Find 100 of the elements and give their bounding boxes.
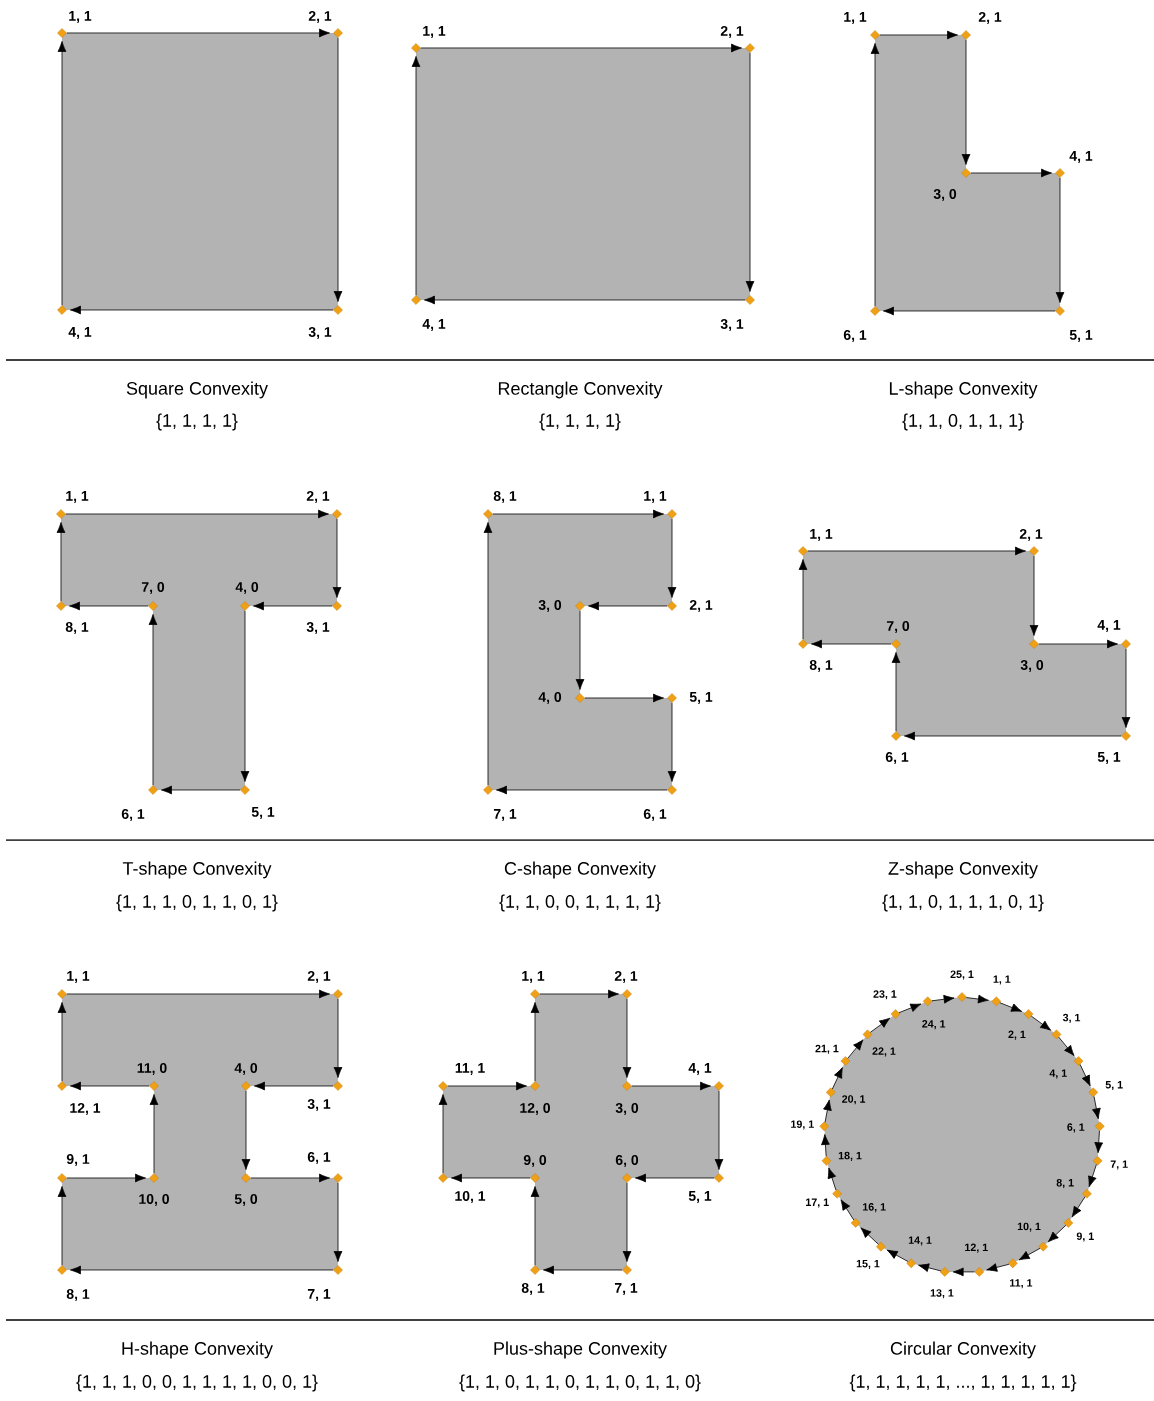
- vertex-label: 7, 0: [141, 582, 165, 594]
- arrow: [241, 1090, 251, 1170]
- arrow: [57, 41, 67, 306]
- arrow: [1030, 1015, 1052, 1031]
- arrow: [483, 522, 493, 786]
- vertex-label: 1, 1: [644, 491, 667, 503]
- arrow: [240, 610, 250, 782]
- arrow: [66, 989, 330, 999]
- vertex-label: 5, 1: [689, 692, 713, 704]
- arrow: [1029, 555, 1039, 636]
- arrow: [999, 1002, 1023, 1012]
- arrow: [254, 1081, 334, 1091]
- arrow: [424, 295, 746, 305]
- vertex-label: 8, 1: [521, 1283, 545, 1295]
- arrow: [667, 702, 677, 782]
- arrow: [823, 1099, 832, 1123]
- vertex-label: 3, 0: [615, 1103, 639, 1115]
- arrow: [66, 28, 330, 38]
- vertex-label: 5, 1: [251, 807, 275, 819]
- arrow: [1088, 1164, 1097, 1188]
- caption-text: {1, 1, 0, 1, 1, 1}: [902, 413, 1024, 431]
- vertex-label: 6, 1: [1067, 1123, 1085, 1133]
- arrow: [1071, 1196, 1086, 1218]
- arrow: [1092, 1096, 1101, 1120]
- caption-text: {1, 1, 1, 1}: [539, 413, 621, 431]
- arrow: [411, 56, 421, 296]
- vertex-label: 10, 1: [1017, 1222, 1041, 1232]
- vertex-label: 10, 0: [139, 1194, 169, 1206]
- arrow: [543, 1265, 623, 1275]
- vertex-label: 21, 1: [815, 1044, 839, 1054]
- arrow: [798, 559, 808, 640]
- arrow: [847, 1039, 864, 1059]
- caption-text: {1, 1, 1, 1}: [156, 413, 238, 431]
- arrow: [253, 601, 333, 611]
- caption-text: {1, 1, 1, 0, 1, 1, 0, 1}: [116, 894, 278, 912]
- arrow: [952, 1267, 975, 1277]
- vertex-label: 6, 1: [307, 1152, 331, 1164]
- vertex-label: 7, 1: [1110, 1160, 1128, 1170]
- arrow: [1121, 648, 1131, 728]
- vertex-label: 1, 1: [844, 12, 867, 24]
- vertex-label: 3, 0: [538, 600, 562, 612]
- vertex-label: 8, 1: [493, 491, 517, 503]
- vertex-label: 12, 1: [70, 1103, 101, 1115]
- arrow: [56, 522, 66, 602]
- arrow: [860, 1227, 879, 1245]
- vertex-label: 4, 0: [234, 1063, 258, 1075]
- vertex-label: 11, 1: [455, 1063, 485, 1075]
- arrow: [1079, 1063, 1091, 1087]
- arrow: [970, 168, 1052, 178]
- vertex-label: 8, 1: [65, 622, 89, 634]
- arrow: [622, 998, 632, 1078]
- arrow: [883, 306, 1056, 316]
- vertex-label: 2, 1: [614, 971, 638, 983]
- vertex-label: 11, 0: [137, 1063, 167, 1075]
- vertex-label: 18, 1: [838, 1151, 862, 1161]
- arrow: [496, 785, 668, 795]
- vertex-label: 9, 1: [1076, 1232, 1094, 1242]
- caption-text: {1, 1, 0, 0, 1, 1, 1, 1}: [499, 894, 661, 912]
- vertex-label: 4, 1: [1097, 620, 1121, 632]
- arrow: [70, 1265, 334, 1275]
- arrow: [904, 731, 1122, 741]
- vertex-label: 14, 1: [908, 1236, 932, 1246]
- vertex-label: 2, 1: [1019, 529, 1043, 541]
- vertex-label: 23, 1: [873, 990, 897, 1000]
- vertex-label: 3, 0: [933, 189, 957, 201]
- arrow: [886, 1249, 909, 1262]
- arrow: [161, 785, 241, 795]
- arrow: [831, 1067, 843, 1090]
- vertex-label: 4, 0: [538, 692, 562, 704]
- arrow: [1094, 1130, 1104, 1154]
- arrow: [1018, 1247, 1041, 1261]
- arrow: [447, 1081, 527, 1091]
- arrow: [492, 509, 664, 519]
- vertex-label: 6, 1: [843, 330, 867, 342]
- vertex-label: 2, 1: [720, 26, 744, 38]
- caption-text: {1, 1, 1, 0, 0, 1, 1, 1, 1, 0, 0, 1}: [76, 1374, 318, 1392]
- vertex-label: 8, 1: [66, 1289, 90, 1301]
- arrow: [961, 39, 971, 165]
- arrow: [879, 30, 958, 40]
- vertex-label: 6, 1: [643, 809, 667, 821]
- arrow: [530, 1186, 540, 1266]
- caption-text: {1, 1, 0, 1, 1, 0, 1, 1, 0, 1, 1, 0}: [459, 1374, 701, 1392]
- arrow: [333, 37, 343, 302]
- vertex-label: 6, 1: [885, 752, 909, 764]
- vertex-label: 1, 1: [810, 529, 833, 541]
- arrow: [70, 1081, 150, 1091]
- arrow: [635, 1173, 715, 1183]
- arrow: [530, 1002, 540, 1082]
- caption-text: {1, 1, 0, 1, 1, 1, 0, 1}: [882, 894, 1044, 912]
- vertex-label: 1, 1: [993, 975, 1011, 985]
- vertex-label: 6, 1: [121, 809, 145, 821]
- arrow: [584, 693, 664, 703]
- vertex-label: 3, 1: [1062, 1013, 1081, 1023]
- vertex-label: 9, 0: [523, 1155, 547, 1167]
- vertex-label: 3, 1: [308, 327, 332, 339]
- vertex-label: 25, 1: [950, 970, 974, 980]
- arrow: [1047, 1224, 1067, 1243]
- caption-text: Rectangle Convexity: [498, 381, 663, 399]
- vertex-label: 5, 1: [1105, 1081, 1123, 1091]
- caption-text: Z-shape Convexity: [888, 861, 1038, 879]
